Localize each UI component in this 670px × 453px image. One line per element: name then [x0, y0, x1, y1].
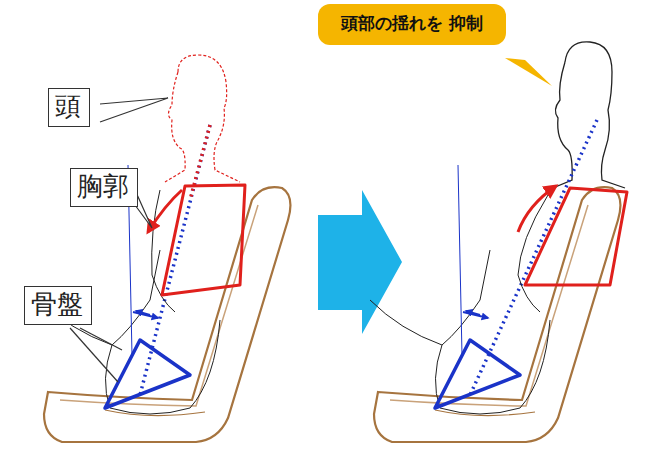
part-label: 骨盤 — [31, 290, 85, 320]
part-label: 胸郭 — [77, 172, 131, 202]
bubble-text: 頭部の揺れを 抑制 — [328, 12, 496, 35]
callout-box: 頭 — [48, 88, 90, 127]
callout-box: 胸郭 — [70, 168, 138, 207]
speech-bubble: 頭部の揺れを 抑制 — [318, 4, 506, 45]
callout-box: 骨盤 — [24, 286, 92, 325]
part-label: 頭 — [55, 92, 83, 122]
